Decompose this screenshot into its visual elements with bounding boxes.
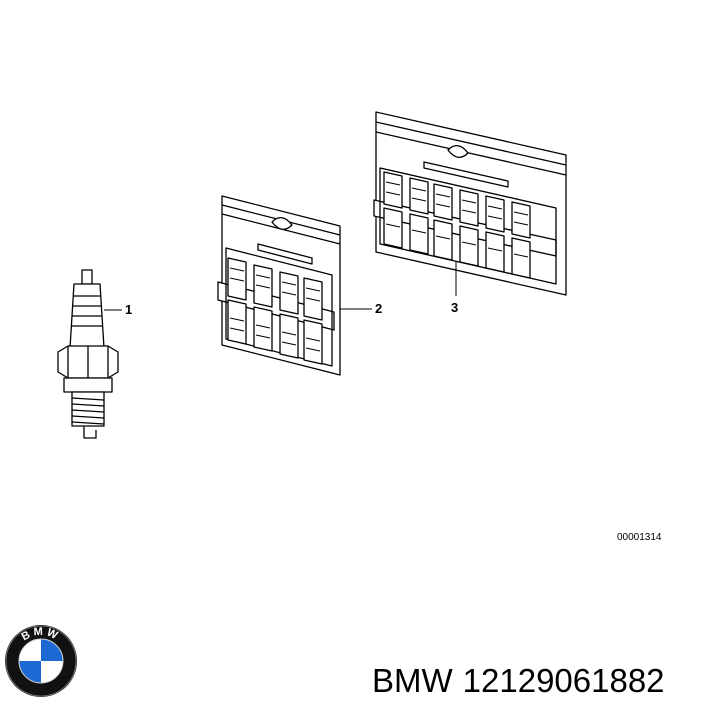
part-number: 12129061882: [462, 662, 665, 699]
brand-name: BMW: [372, 662, 453, 699]
spark-plug-icon[interactable]: [57, 269, 119, 439]
callout-1: 1: [125, 302, 132, 317]
bmw-roundel-logo: BMW: [5, 625, 77, 697]
callout-3: 3: [451, 300, 458, 315]
blister-pack-4[interactable]: [217, 195, 341, 376]
blister-pack-6[interactable]: [373, 111, 567, 296]
drawing-number: 00001314: [617, 532, 662, 543]
svg-text:BMW: BMW: [20, 626, 63, 644]
callout-2: 2: [375, 301, 382, 316]
logo-letters: BMW: [20, 626, 60, 644]
